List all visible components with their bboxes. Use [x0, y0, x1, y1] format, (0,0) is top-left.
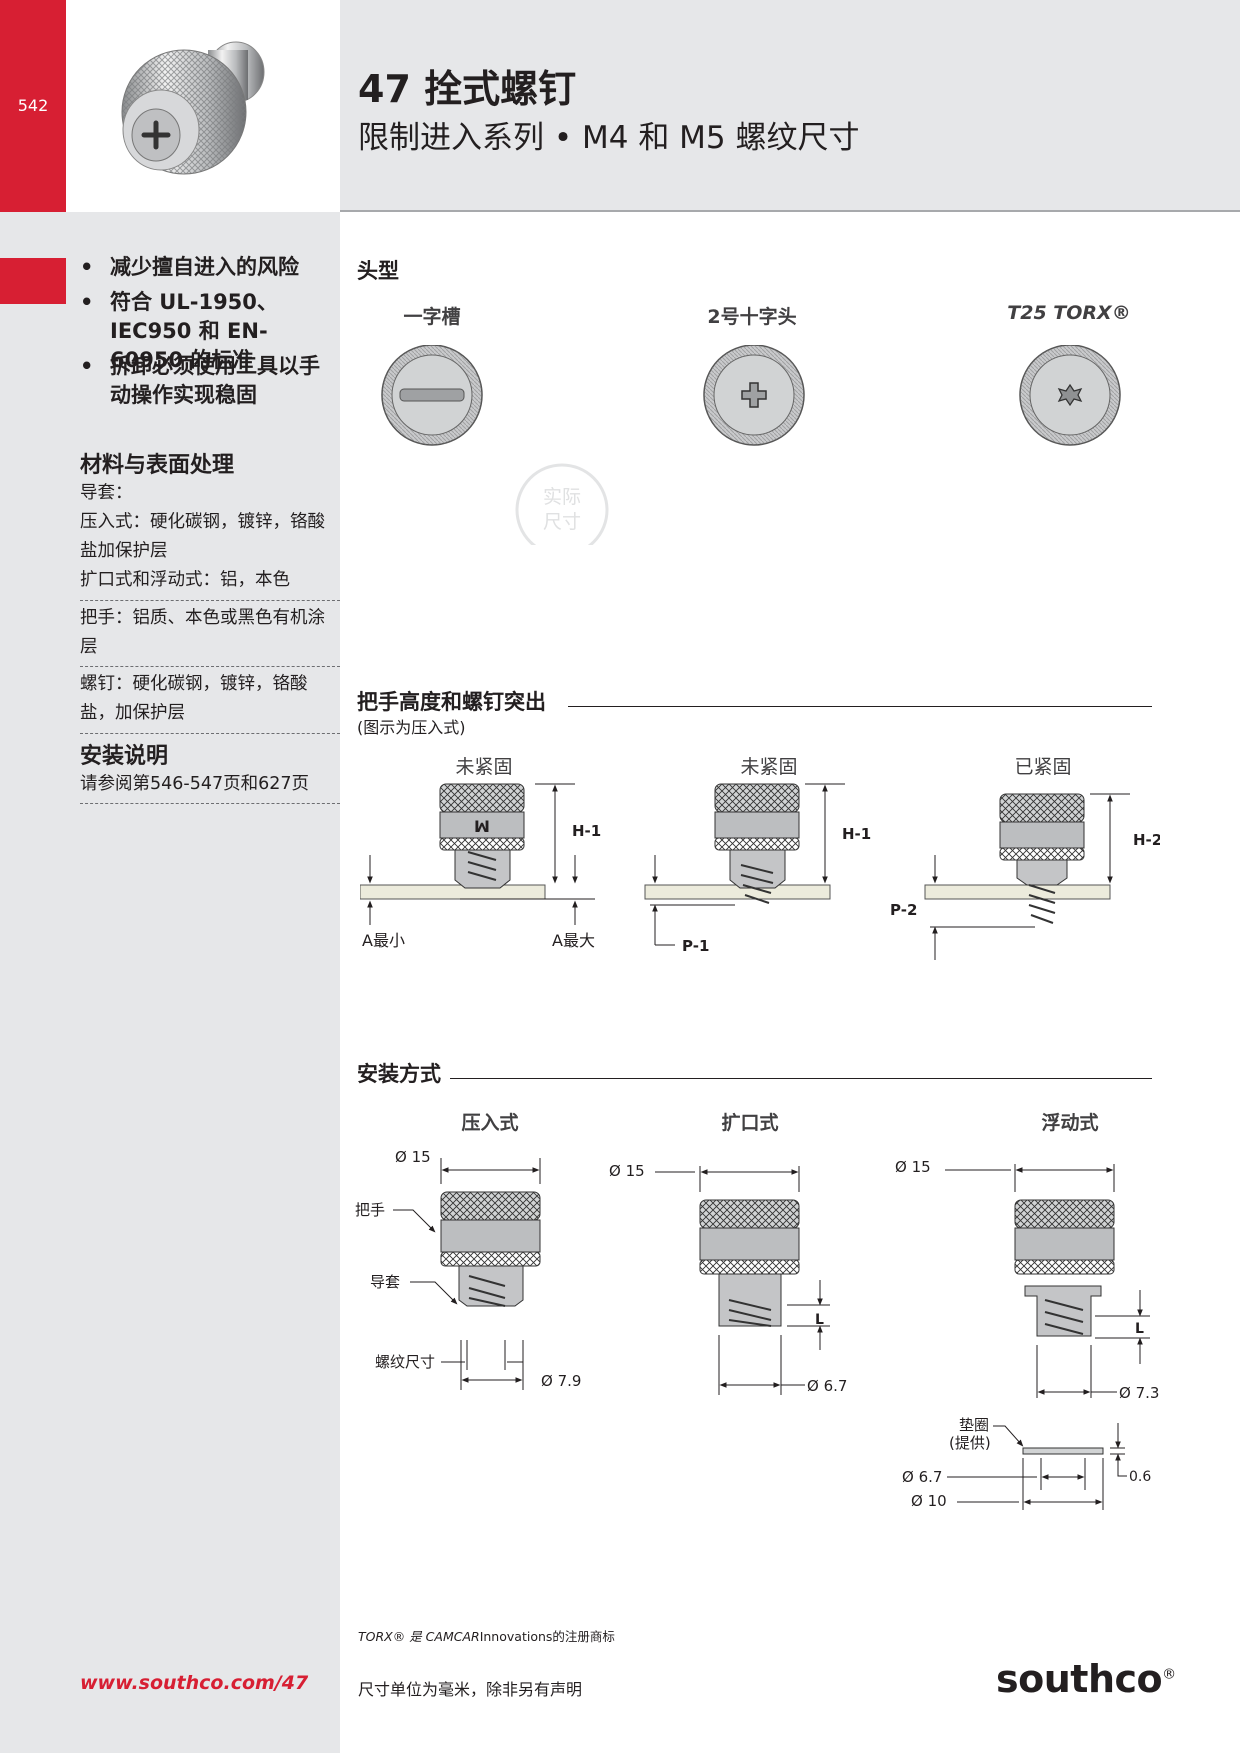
- state-label: 未紧固: [740, 756, 798, 778]
- unit-note: 尺寸单位为毫米，除非另有声明: [358, 1680, 583, 1699]
- callout-label: 垫圈: [959, 1416, 989, 1434]
- logo-registered-mark: ®: [1162, 1666, 1176, 1683]
- callout-label: 螺纹尺寸: [375, 1353, 435, 1371]
- page-number: 542: [17, 96, 49, 115]
- feature-bullet: • 符合 UL-1950、IEC950 和 EN-60950 的标准: [80, 288, 335, 375]
- mount-type-label: 浮动式: [1041, 1112, 1099, 1134]
- feature-text: 符合 UL-1950、IEC950 和 EN-60950 的标准: [110, 290, 278, 372]
- press-in-fastener: Ø 15 把手 导套 螺纹尺寸 Ø 7.9: [355, 1148, 581, 1390]
- material-screw: 螺钉：硬化碳钢，镀锌，铬酸盐，加保护层: [80, 674, 308, 723]
- dim-label: Ø 6.7: [902, 1468, 942, 1486]
- section-title-head-types: 头型: [357, 259, 399, 283]
- dim-label: L: [815, 1312, 824, 1328]
- page-title: 47 拴式螺钉: [358, 67, 577, 111]
- fastener-unlocked-2: H-1 P-1: [644, 783, 871, 955]
- header-red-tab: [0, 0, 66, 212]
- svg-text:ꟽ: ꟽ: [474, 817, 490, 836]
- head-type-label: 一字槽: [403, 306, 461, 328]
- trademark-note: TORX® 是 CAMCARInnovations的注册商标: [358, 1626, 615, 1645]
- dim-label: P-1: [682, 937, 709, 955]
- feature-bullet: • 减少擅自进入的风险: [80, 253, 335, 282]
- dim-label: 0.6: [1129, 1469, 1151, 1485]
- stamp-text: 实际: [543, 486, 581, 508]
- trademark-italic: TORX® 是 CAMCAR: [358, 1629, 480, 1644]
- fastener-locked: H-2 P-2: [890, 793, 1160, 960]
- divider: [80, 803, 340, 804]
- guide-label: 导套：: [80, 483, 133, 503]
- mount-type-label: 压入式: [461, 1112, 519, 1134]
- bullet-dot: •: [80, 255, 94, 279]
- dim-label: Ø 7.3: [1119, 1384, 1159, 1402]
- mount-type-label: 扩口式: [721, 1112, 779, 1134]
- dim-label: L: [1135, 1321, 1144, 1337]
- materials-heading: 材料与表面处理: [80, 453, 235, 478]
- heights-note: (图示为压入式): [357, 718, 466, 737]
- heights-drawing: ꟽ H-1 A最小 A最大 H-1 P-1: [360, 783, 1160, 960]
- head-type-label: T25 TORX®: [1007, 302, 1131, 324]
- dim-label: Ø 15: [609, 1162, 645, 1180]
- bullet-dot: •: [80, 290, 94, 314]
- page-subtitle: 限制进入系列 • M4 和 M5 螺纹尺寸: [358, 120, 860, 156]
- bullet-dot: •: [80, 354, 94, 378]
- divider: [80, 733, 340, 734]
- floating-fastener: Ø 15 L Ø 7.3 垫圈 (提供) 0.6 Ø 6.7: [895, 1158, 1159, 1510]
- product-photo: [66, 0, 340, 212]
- flare-in-fastener: Ø 15 L Ø 6.7: [609, 1162, 847, 1395]
- website-link[interactable]: www.southco.com/47: [80, 1672, 309, 1694]
- dim-label: Ø 15: [895, 1158, 931, 1176]
- stamp-text: 尺寸: [543, 511, 581, 533]
- material-flare-float: 扩口式和浮动式：铝，本色: [80, 570, 290, 590]
- head-type-label: 2号十字头: [707, 306, 797, 328]
- feature-text: 拆卸必须使用工具以手动操作实现稳固: [110, 354, 320, 407]
- section-rule: [450, 1078, 1152, 1079]
- callout-label: 把手: [355, 1201, 385, 1219]
- head-types-drawing: 实际 尺寸: [381, 345, 1121, 545]
- logo-text: southco: [996, 1657, 1163, 1701]
- dim-label: Ø 6.7: [807, 1377, 847, 1395]
- dim-label: A最小: [362, 931, 405, 950]
- dim-label: A最大: [552, 931, 595, 950]
- slotted-head-icon: [381, 345, 483, 446]
- callout-label: (提供): [949, 1434, 991, 1452]
- feature-bullet: • 拆卸必须使用工具以手动操作实现稳固: [80, 352, 335, 410]
- header-divider: [340, 210, 1240, 212]
- dim-label: H-2: [1133, 831, 1160, 849]
- divider: [80, 600, 340, 601]
- dim-label: Ø 10: [911, 1492, 947, 1510]
- dim-label: H-1: [842, 825, 871, 843]
- divider: [80, 666, 340, 667]
- section-rule: [568, 706, 1152, 707]
- header-band: [340, 0, 1240, 210]
- material-press-in: 压入式：硬化碳钢，镀锌，铬酸盐加保护层: [80, 512, 325, 561]
- install-text: 请参阅第546-547页和627页: [80, 774, 310, 794]
- dim-label: Ø 7.9: [541, 1372, 581, 1390]
- callout-label: 导套: [370, 1273, 400, 1291]
- sidebar: [0, 212, 340, 1753]
- actual-size-stamp: 实际 尺寸: [515, 463, 609, 545]
- dim-label: H-1: [572, 822, 601, 840]
- material-handle: 把手：铝质、本色或黑色有机涂层: [80, 608, 325, 657]
- install-heading: 安装说明: [80, 744, 169, 769]
- phillips-head-icon: [703, 345, 805, 446]
- feature-text: 减少擅自进入的风险: [110, 255, 299, 279]
- state-label: 未紧固: [455, 756, 513, 778]
- section-title-heights: 把手高度和螺钉突出: [357, 690, 546, 714]
- section-title-mounting: 安装方式: [357, 1062, 441, 1086]
- state-label: 已紧固: [1014, 756, 1072, 778]
- trademark-rest: Innovations的注册商标: [479, 1629, 615, 1644]
- torx-head-icon: [1019, 345, 1121, 446]
- mounting-drawing: Ø 15 把手 导套 螺纹尺寸 Ø 7.9 Ø 15: [355, 1148, 1159, 1510]
- dim-label: Ø 15: [395, 1148, 431, 1166]
- sidebar-red-marker: [0, 258, 66, 304]
- southco-logo: southco®: [996, 1657, 1176, 1701]
- dim-label: P-2: [890, 901, 917, 919]
- fastener-unlocked-1: ꟽ H-1 A最小 A最大: [360, 783, 601, 950]
